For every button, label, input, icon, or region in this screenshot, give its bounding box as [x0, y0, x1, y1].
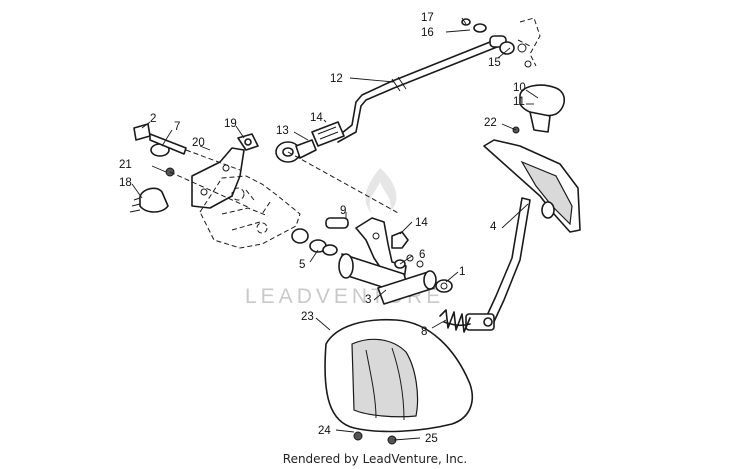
callout-25: 25	[425, 433, 438, 445]
callout-20: 20	[192, 137, 205, 149]
shift-knob	[512, 84, 566, 134]
callout-6: 6	[419, 249, 425, 261]
footer-credit: Rendered by LeadVenture, Inc.	[282, 452, 468, 466]
spring	[439, 309, 471, 333]
upper-linkage	[461, 17, 541, 68]
callout-21: 21	[119, 159, 132, 171]
callout-22: 22	[484, 117, 497, 129]
shift-rod	[337, 35, 507, 143]
callout-15: 15	[488, 57, 501, 69]
shift-guard	[324, 318, 474, 445]
callout-14-lower: 14	[415, 217, 428, 229]
shift-lever	[465, 197, 531, 331]
pedal-pad	[483, 139, 581, 233]
pivot-bracket	[338, 217, 437, 305]
leader-lines	[131, 17, 539, 441]
callout-7: 7	[174, 121, 180, 133]
callout-24: 24	[318, 425, 331, 437]
callout-1: 1	[459, 266, 465, 278]
callout-4: 4	[490, 221, 497, 233]
callout-19: 19	[224, 118, 237, 130]
callout-17: 17	[421, 12, 434, 24]
bushings	[291, 217, 453, 293]
callout-9: 9	[340, 205, 346, 217]
callout-14-upper: 14	[310, 112, 323, 124]
callout-23: 23	[301, 311, 314, 323]
callout-8: 8	[421, 326, 427, 338]
callout-11: 11	[513, 96, 525, 108]
callout-5: 5	[299, 259, 305, 271]
callout-13: 13	[276, 125, 289, 137]
callout-2: 2	[150, 113, 156, 125]
engine-case	[199, 175, 301, 249]
callout-10: 10	[513, 82, 526, 94]
callout-3: 3	[365, 294, 371, 306]
callouts: 17 16 15 12 10 11 22 14 13 2 7 19 20 21 …	[119, 12, 526, 445]
callout-12: 12	[330, 73, 343, 85]
callout-16: 16	[421, 27, 434, 39]
watermark-flame-icon	[365, 168, 397, 214]
callout-18: 18	[119, 177, 132, 189]
